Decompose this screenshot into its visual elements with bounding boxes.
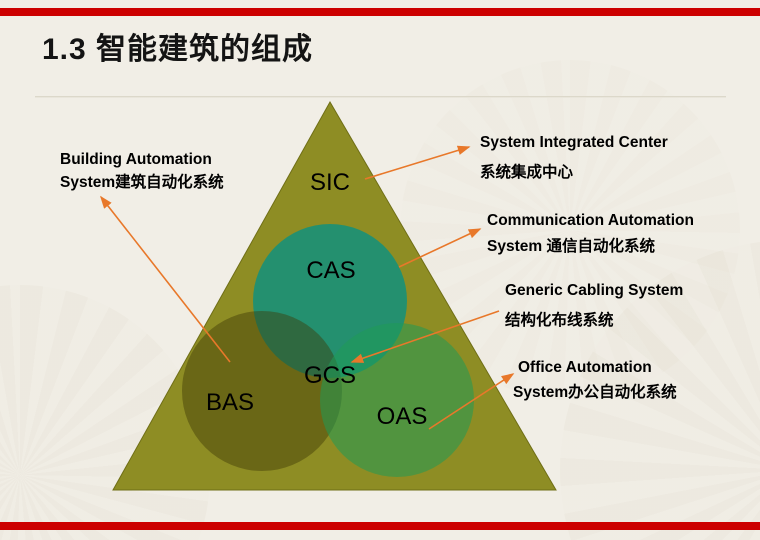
label-sic: SIC: [310, 169, 350, 196]
page-title: 1.3 智能建筑的组成: [42, 33, 314, 66]
annotation-cas-line1: Communication Automation: [487, 212, 694, 229]
annotation-bas-line1: Building Automation: [60, 151, 212, 168]
label-bas: BAS: [206, 389, 254, 416]
annotation-sic: System Integrated Center 系统集成中心: [480, 128, 668, 188]
top-accent-bar: [0, 8, 760, 16]
label-gcs: GCS: [304, 362, 356, 389]
arrow-to-cas-label: [398, 228, 482, 268]
annotation-cas-line2: System 通信自动化系统: [487, 238, 655, 255]
arrow-to-gcs: [350, 310, 500, 363]
annotation-gcs-line2: 结构化布线系统: [505, 312, 614, 329]
annotation-sic-line1: System Integrated Center: [480, 134, 668, 151]
annotation-bas: Building Automation System建筑自动化系统: [60, 148, 224, 194]
bottom-accent-bar: [0, 522, 760, 530]
annotation-gcs: Generic Cabling System 结构化布线系统: [505, 276, 683, 336]
arrow-to-bas-label: [100, 195, 231, 363]
label-oas: OAS: [377, 403, 428, 430]
annotation-oas-line2: System办公自动化系统: [513, 384, 677, 401]
annotation-bas-line2: System建筑自动化系统: [60, 174, 224, 191]
arrow-to-oas-label: [428, 373, 515, 430]
label-cas: CAS: [306, 257, 355, 284]
annotation-oas-line1: Office Automation: [518, 359, 652, 376]
annotation-sic-line2: 系统集成中心: [480, 164, 574, 181]
title-divider: [35, 96, 726, 98]
annotation-oas: Office Automation System办公自动化系统: [513, 355, 677, 405]
annotation-gcs-line1: Generic Cabling System: [505, 282, 684, 299]
arrow-to-sic-label: [364, 145, 471, 180]
annotation-cas: Communication Automation System 通信自动化系统: [487, 208, 694, 260]
